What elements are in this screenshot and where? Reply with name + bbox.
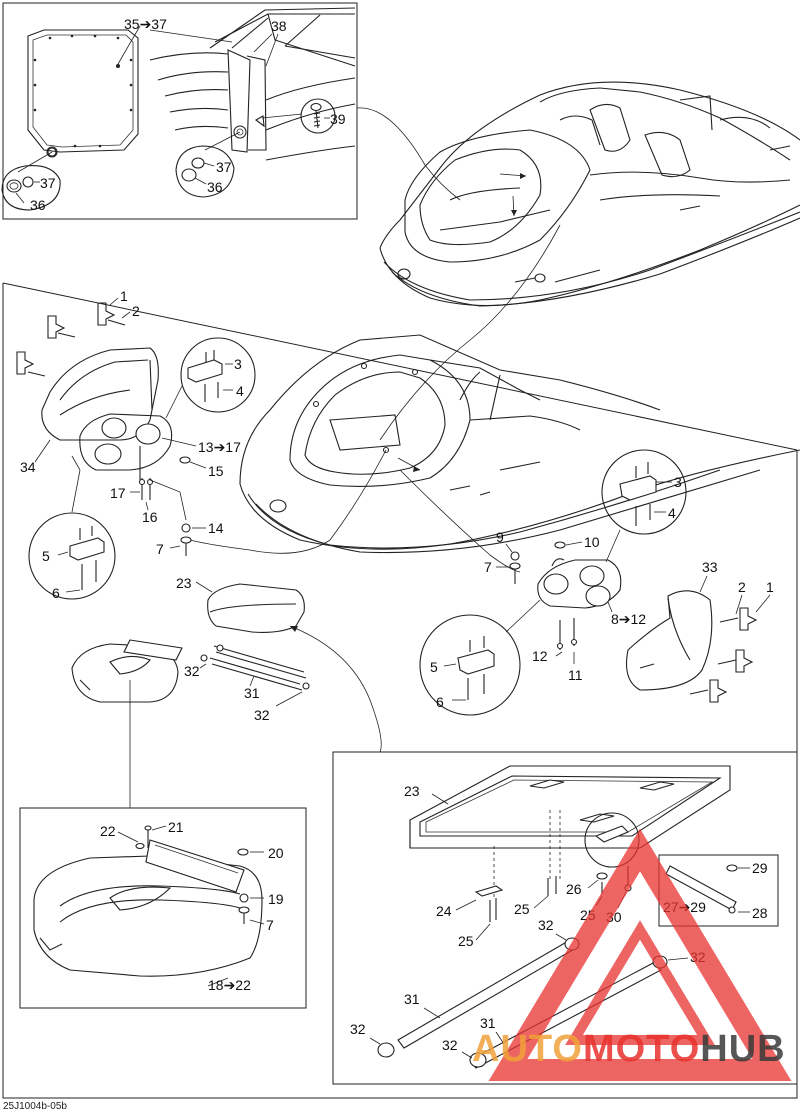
seat-backrest-34 — [41, 347, 159, 441]
circle-detail-5-6-left — [28, 512, 116, 600]
grommet-detail-left — [1, 146, 61, 211]
label-39: 39 — [330, 111, 346, 127]
grommet-detail-mid — [175, 131, 241, 198]
label-8-12: 8➔12 — [611, 611, 646, 627]
label-13-17: 13➔17 — [198, 439, 241, 455]
label-31-b: 31 — [404, 991, 420, 1007]
clips-left — [16, 302, 126, 377]
label-17: 17 — [110, 485, 126, 501]
screws-21-22 — [135, 825, 152, 850]
label-6-right: 6 — [436, 694, 444, 710]
label-16: 16 — [142, 509, 158, 525]
label-29: 29 — [752, 860, 768, 876]
label-10: 10 — [584, 534, 600, 550]
screws-24-26 — [474, 810, 608, 922]
fastener-14-7 — [180, 523, 192, 556]
bolts-11-12 — [556, 618, 578, 650]
bolts-16-17 — [138, 478, 154, 500]
circle-detail-3-4-left — [180, 337, 256, 413]
label-34: 34 — [20, 459, 36, 475]
label-3-left: 3 — [234, 356, 242, 372]
label-15: 15 — [208, 463, 224, 479]
label-14: 14 — [208, 520, 224, 536]
label-22: 22 — [100, 823, 116, 839]
watermark-auto: AUTO — [472, 1028, 583, 1070]
label-20: 20 — [268, 845, 284, 861]
label-25-a: 25 — [514, 901, 530, 917]
label-32-a: 32 — [184, 663, 200, 679]
tubes-31 — [200, 644, 310, 691]
label-1-right: 1 — [766, 579, 774, 595]
boat-bow-detail — [239, 334, 800, 554]
fastener-19-7 — [238, 893, 250, 924]
watermark-text: AUTOMOTOHUB — [472, 1028, 786, 1070]
clips-right — [689, 607, 758, 703]
main-frame — [2, 283, 798, 1099]
label-36-mid: 36 — [207, 179, 223, 195]
label-19: 19 — [268, 891, 284, 907]
bracket-left-13-17 — [79, 413, 173, 480]
boat-interior-detail — [149, 7, 356, 161]
label-31-c: 31 — [480, 1015, 496, 1031]
label-26: 26 — [566, 881, 582, 897]
label-11: 11 — [568, 667, 583, 683]
label-25-b: 25 — [458, 933, 474, 949]
label-21: 21 — [168, 819, 184, 835]
label-5-right: 5 — [430, 659, 438, 675]
label-7-bottom: 7 — [266, 917, 274, 933]
label-5-left: 5 — [42, 548, 50, 564]
label-37-left: 37 — [40, 175, 56, 191]
bracket-27-29 — [665, 864, 738, 914]
label-37-mid: 37 — [216, 159, 232, 175]
boat-overview — [379, 81, 800, 307]
label-36-left: 36 — [30, 197, 46, 213]
seat-inset-frame — [19, 807, 307, 1009]
label-4-left: 4 — [236, 383, 244, 399]
label-35-37: 35➔37 — [124, 16, 167, 32]
label-3-right: 3 — [674, 474, 682, 490]
watermark-moto: MOTO — [582, 1028, 701, 1070]
label-23-top: 23 — [176, 575, 192, 591]
label-28: 28 — [752, 905, 768, 921]
bracket-right-8-12 — [537, 558, 622, 609]
document-code: 25J1004b-05b — [3, 1101, 67, 1112]
label-18-22: 18➔22 — [208, 977, 251, 993]
label-7-right: 7 — [484, 559, 492, 575]
seat-base-small — [71, 639, 183, 703]
circle-detail-3-4-right — [601, 449, 687, 535]
watermark-logo — [488, 828, 792, 1081]
label-38: 38 — [271, 18, 287, 34]
label-32-f: 32 — [442, 1037, 458, 1053]
circle-detail-5-6-right — [419, 614, 521, 716]
watermark-hub: HUB — [700, 1028, 786, 1070]
seat-backrest-33 — [625, 590, 713, 691]
top-inset-frame — [2, 2, 358, 220]
cushion-inset-frame — [332, 751, 798, 1085]
label-32-e: 32 — [350, 1021, 366, 1037]
cushion-23 — [207, 583, 305, 633]
hatch-panel — [27, 29, 139, 157]
label-7-left: 7 — [156, 541, 164, 557]
label-6-left: 6 — [52, 585, 60, 601]
label-2-left: 2 — [132, 303, 140, 319]
label-32-b: 32 — [254, 707, 270, 723]
label-1-left: 1 — [120, 288, 128, 304]
label-33: 33 — [702, 559, 718, 575]
cushion-23-underside — [409, 765, 731, 849]
screw-39-detail — [261, 98, 336, 134]
label-31-a: 31 — [244, 685, 260, 701]
label-23-bottom: 23 — [404, 783, 420, 799]
label-2-right: 2 — [738, 579, 746, 595]
fastener-9-7 — [509, 551, 521, 584]
label-12: 12 — [532, 648, 548, 664]
label-32-c: 32 — [538, 917, 554, 933]
label-4-right: 4 — [668, 505, 676, 521]
seat-base-18-22 — [33, 839, 263, 977]
label-9: 9 — [496, 529, 504, 545]
label-24: 24 — [436, 903, 452, 919]
